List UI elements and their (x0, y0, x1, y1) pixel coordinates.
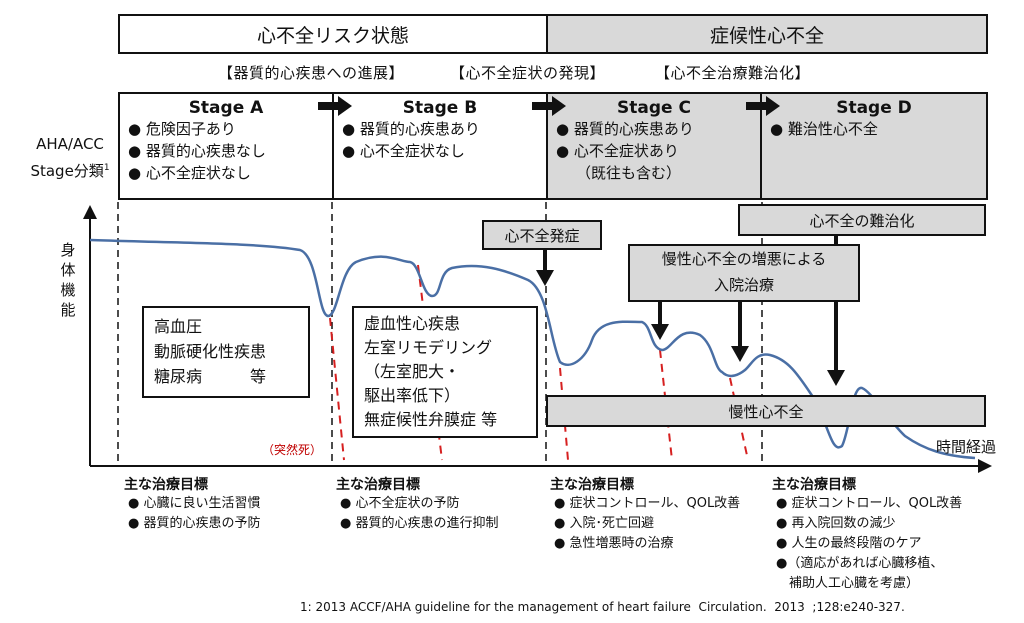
arrow-c-to-d-icon (746, 96, 780, 116)
treatment-goal-item: ● 再入院回数の減少 (776, 516, 896, 531)
structural-item: 左室リモデリング (364, 338, 493, 357)
stage-a-item: ● 心不全症状なし (128, 164, 251, 182)
note-symptom-onset: 【心不全症状の発現】 (450, 64, 606, 82)
footnote-mark: 1 (103, 163, 110, 173)
treatment-goal-item: ● 心臓に良い生活習慣 (128, 496, 261, 511)
stage-b-item: ● 心不全症状なし (342, 142, 465, 160)
header-risk-state: 心不全リスク状態 (118, 14, 548, 54)
function-curve (89, 238, 976, 460)
exacerbation-text-line1: 慢性心不全の増悪による (661, 250, 827, 268)
down-arrows (536, 232, 845, 386)
treatment-goal-item: ● 心不全症状の予防 (340, 496, 460, 511)
stage-a-item: ● 器質的心疾患なし (128, 142, 266, 160)
treatment-goal-item: ● 急性増悪時の治療 (554, 536, 674, 551)
header-symptomatic-text: 症候性心不全 (709, 24, 824, 47)
onset-arrow-icon (536, 270, 554, 286)
x-axis-label: 時間経過 (936, 438, 997, 456)
arrow-b-to-c-icon (532, 96, 566, 116)
stage-c-item: ● 心不全症状あり (556, 142, 679, 160)
risk-factor-item: 高血圧 (154, 317, 203, 336)
exacerbation-text-line2: 入院治療 (713, 276, 774, 294)
treatment-goal-item: ●（適応があれば心臓移植、 (776, 556, 944, 571)
stage-d-box: Stage D ● 難治性心不全 (760, 92, 988, 200)
treatment-goals-stage-a: 主な治療目標 ● 心臓に良い生活習慣 ● 器質的心疾患の予防 (124, 474, 260, 534)
sudden-death-label: （突然死） (262, 443, 323, 457)
citation-footer: 1: 2013 ACCF/AHA guideline for the manag… (300, 600, 905, 614)
exacerbation-arrow-icon (651, 324, 669, 340)
arrow-a-to-b-icon (318, 96, 352, 116)
stage-d-title: Stage D (836, 98, 912, 118)
risk-factors-box: 高血圧 動脈硬化性疾患 糖尿病 等 (142, 306, 310, 398)
stage-a-item: ● 危険因子あり (128, 120, 236, 138)
treatment-goal-title: 主な治療目標 (336, 477, 420, 493)
chronic-hf-text: 慢性心不全 (728, 402, 804, 421)
treatment-goals-stage-d: 主な治療目標 ● 症状コントロール、QOL改善 ● 再入院回数の減少 ● 人生の… (772, 474, 962, 594)
stage-b-item: ● 器質的心疾患あり (342, 120, 480, 138)
stage-c-item: ● 器質的心疾患あり (556, 120, 694, 138)
onset-text: 心不全発症 (504, 226, 580, 245)
risk-factor-item: 糖尿病 等 (154, 367, 267, 386)
treatment-goals-stage-b: 主な治療目標 ● 心不全症状の予防 ● 器質的心疾患の進行抑制 (336, 474, 498, 534)
stage-a-title: Stage A (188, 98, 264, 118)
treatment-goal-title: 主な治療目標 (772, 477, 856, 493)
treatment-goal-title: 主な治療目標 (550, 477, 634, 493)
classification-label: AHA/ACC Stage分類1 (22, 132, 118, 183)
header-risk-text: 心不全リスク状態 (256, 24, 409, 47)
treatment-goal-item: ● 症状コントロール、QOL改善 (776, 496, 963, 511)
treatment-goal-title: 主な治療目標 (124, 477, 208, 493)
refractory-text: 心不全の難治化 (809, 211, 915, 230)
risk-factor-item: 動脈硬化性疾患 (154, 342, 267, 361)
treatment-goals-stage-c: 主な治療目標 ● 症状コントロール、QOL改善 ● 入院･死亡回避 ● 急性増悪… (550, 474, 740, 554)
stage-d-item: ● 難治性心不全 (770, 120, 878, 138)
treatment-goal-item: ● 器質的心疾患の予防 (128, 516, 261, 531)
stage-c-box: Stage C ● 器質的心疾患あり ● 心不全症状あり （既往も含む） (546, 92, 762, 200)
structural-disease-box: 虚血性心疾患 左室リモデリング （左室肥大・ 駆出率低下） 無症候性弁膜症 等 (352, 306, 538, 438)
treatment-goal-item: ● 人生の最終段階のケア (776, 536, 922, 551)
stage-c-title: Stage C (617, 98, 691, 118)
exacerbation-label: 慢性心不全の増悪による 入院治療 (628, 244, 860, 302)
note-refractory: 【心不全治療難治化】 (655, 64, 811, 82)
stage-b-title: Stage B (402, 98, 478, 118)
structural-item: 駆出率低下） (364, 386, 461, 405)
structural-item: 無症候性弁膜症 等 (364, 410, 498, 429)
stage-c-item: （既往も含む） (576, 164, 682, 182)
note-structural-progression: 【器質的心疾患への進展】 (218, 64, 405, 82)
stage-b-box: Stage B ● 器質的心疾患あり ● 心不全症状なし (332, 92, 548, 200)
treatment-goal-item: ● 症状コントロール、QOL改善 (554, 496, 741, 511)
header-symptomatic: 症候性心不全 (546, 14, 988, 54)
stage-a-box: Stage A ● 危険因子あり ● 器質的心疾患なし ● 心不全症状なし (118, 92, 334, 200)
onset-label: 心不全発症 (482, 220, 602, 250)
treatment-goal-item: 補助人工心臓を考慮） (776, 576, 920, 591)
y-axis-label: 身体機能 (60, 241, 76, 319)
structural-item: 虚血性心疾患 (364, 314, 461, 333)
classification-label-line1: AHA/ACC (36, 135, 104, 153)
treatment-goal-item: ● 入院･死亡回避 (554, 516, 654, 531)
treatment-goal-item: ● 器質的心疾患の進行抑制 (340, 516, 499, 531)
refractory-label: 心不全の難治化 (738, 204, 986, 236)
classification-label-line2: Stage分類 (30, 162, 104, 180)
exacerbation-arrow-icon (731, 346, 749, 362)
refractory-arrow-icon (827, 370, 845, 386)
chronic-hf-bar: 慢性心不全 (546, 395, 986, 427)
stage-transition-arrows (318, 96, 780, 116)
structural-item: （左室肥大・ (364, 362, 461, 381)
